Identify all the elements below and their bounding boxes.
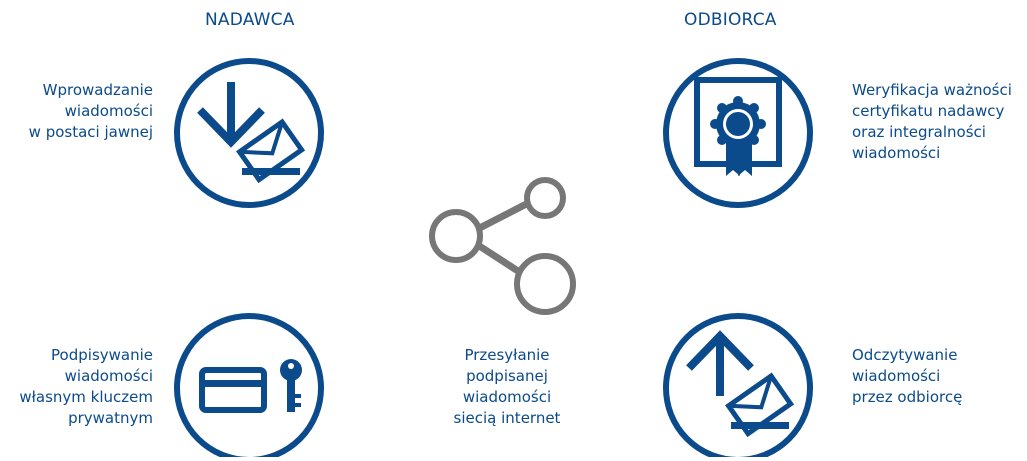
card-and-key-icon — [174, 310, 324, 461]
receiver-header: ODBIORCA — [684, 10, 777, 30]
upload-envelope-icon — [663, 310, 813, 461]
step-send-label: Przesyłanie podpisanej wiadomości siecią… — [453, 346, 561, 427]
step-read-label: Odczytywanie wiadomości przez odbiorcę — [852, 346, 963, 406]
step-verify-label: Weryfikacja ważności certyfikatu nadawcy… — [852, 81, 1012, 162]
share-network-icon — [428, 176, 582, 322]
sender-header: NADAWCA — [205, 10, 295, 30]
download-envelope-icon — [174, 58, 324, 212]
step-sign-label: Podpisywanie wiadomości własnym kluczem … — [19, 346, 153, 427]
step-enter-label: Wprowadzanie wiadomości w postaci jawnej — [28, 81, 153, 141]
certificate-badge-icon — [663, 58, 813, 212]
